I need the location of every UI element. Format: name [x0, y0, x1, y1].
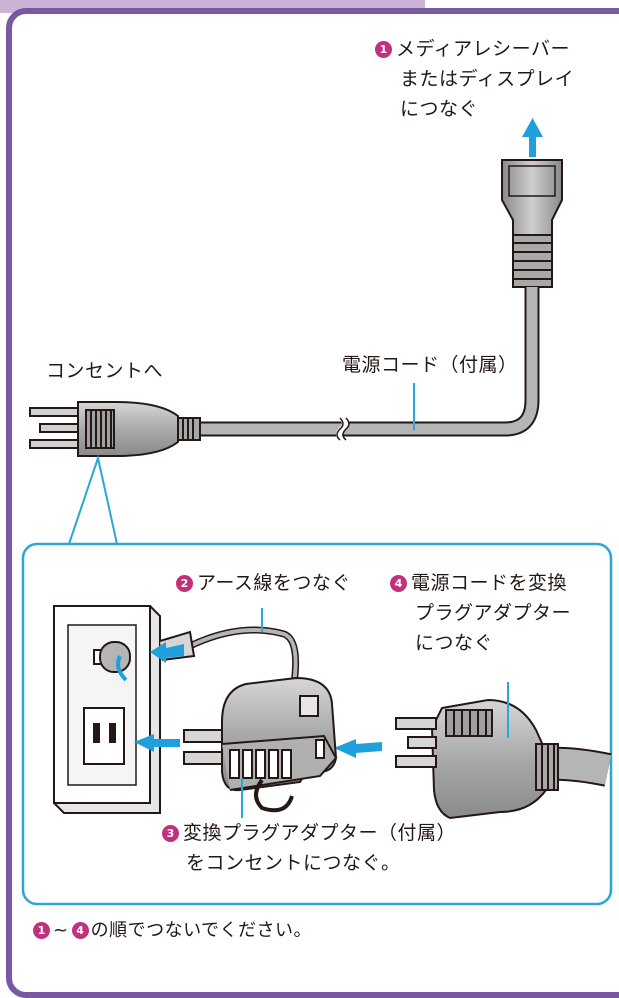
- step-marker-1: 1: [375, 41, 392, 58]
- step1-line-3: につなぐ: [400, 98, 479, 120]
- note-marker-1: 1: [33, 922, 50, 939]
- power-cord: [198, 287, 540, 443]
- zoom-callout-lines: [68, 454, 118, 545]
- step-marker-3: 3: [162, 825, 179, 842]
- conversion-adapter: [183, 676, 338, 813]
- step4-line-3: につなぐ: [415, 632, 494, 654]
- iec-connector: [501, 159, 563, 288]
- step4-line-2: プラグアダプター: [415, 602, 572, 624]
- note-marker-4: 4: [71, 922, 89, 939]
- note-text: の順でつないでください。: [90, 920, 313, 941]
- wall-outlet-plate: [53, 605, 161, 814]
- step-marker-2: 2: [176, 575, 193, 592]
- up-arrow-icon: [522, 118, 543, 157]
- detail-power-plug: [395, 698, 612, 820]
- three-prong-plug: [29, 401, 201, 457]
- note-tilde: ~: [53, 920, 69, 941]
- step1-line-2: またはディスプレイ: [400, 68, 575, 90]
- arrow-to-adapter-icon: [334, 739, 382, 758]
- cord-label: 電源コード（付属）: [342, 354, 518, 376]
- arrow-to-outlet-icon: [134, 734, 180, 752]
- outlet-label: コンセントへ: [46, 360, 164, 382]
- step-marker-4: 4: [390, 575, 407, 592]
- arrow-to-screw-icon: [150, 642, 184, 663]
- rotate-arrow-icon: [116, 655, 128, 682]
- connection-illustration: [21, 118, 613, 906]
- detail-callout-box: [21, 542, 613, 906]
- step3-line-2: をコンセントにつなぐ。: [186, 852, 401, 874]
